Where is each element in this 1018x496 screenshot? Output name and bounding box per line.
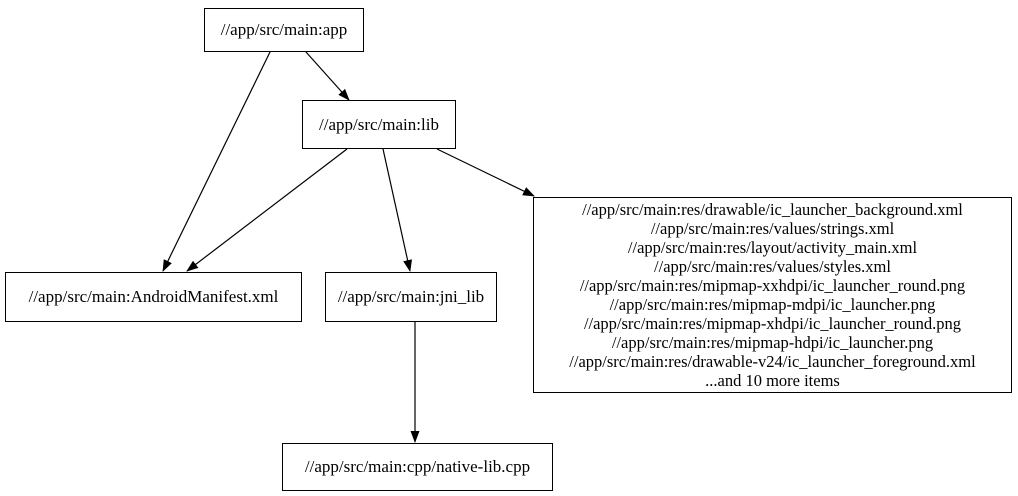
resource-item: //app/src/main:res/drawable/ic_launcher_… [582, 200, 963, 219]
resource-item: //app/src/main:res/values/styles.xml [654, 257, 891, 276]
resources-more-items-note: ...and 10 more items [705, 371, 840, 390]
node-app: //app/src/main:app [204, 8, 364, 52]
node-native-lib-cpp: //app/src/main:cpp/native-lib.cpp [282, 443, 553, 491]
node-resources-filegroup: //app/src/main:res/drawable/ic_launcher_… [533, 197, 1012, 393]
edge-lib-to-jni-lib [382, 148, 413, 272]
resource-item: //app/src/main:res/mipmap-mdpi/ic_launch… [609, 295, 936, 314]
resource-item: //app/src/main:res/mipmap-xxhdpi/ic_laun… [579, 276, 966, 295]
resource-item: //app/src/main:res/mipmap-hdpi/ic_launch… [611, 333, 934, 352]
edge-app-to-androidmanifest [162, 51, 271, 272]
edge-app-to-lib [305, 51, 350, 101]
edge-lib-to-resources [436, 148, 535, 197]
node-lib: //app/src/main:lib [302, 100, 456, 149]
resource-item: //app/src/main:res/mipmap-xhdpi/ic_launc… [583, 314, 962, 333]
node-android-manifest: //app/src/main:AndroidManifest.xml [5, 272, 302, 322]
resource-item: //app/src/main:res/drawable-v24/ic_launc… [569, 352, 976, 371]
resource-item: //app/src/main:res/layout/activity_main.… [627, 238, 918, 257]
node-jni-lib: //app/src/main:jni_lib [325, 272, 497, 322]
edge-lib-to-androidmanifest [186, 148, 348, 272]
resource-item: //app/src/main:res/values/strings.xml [650, 219, 895, 238]
